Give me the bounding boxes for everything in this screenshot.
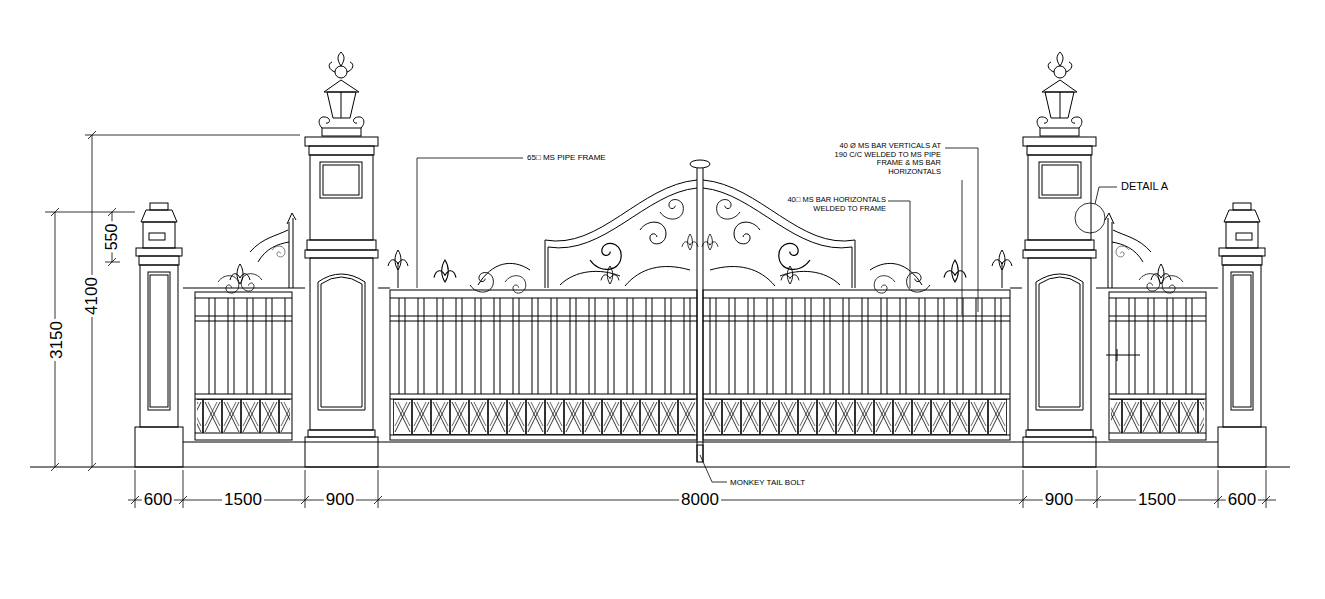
callout-note: 65□ MS PIPE FRAME [527,153,606,162]
small-pillar [1218,203,1266,467]
side-panel [183,213,305,440]
side-panel [1096,213,1218,440]
dimension-text: 600 [142,490,174,510]
dimension-text: 550 [103,222,121,253]
dimension-text: 600 [1226,490,1258,510]
dimension-text: 3150 [47,319,67,361]
dimension-text: 1500 [222,490,264,510]
dimension-text: 4100 [82,275,102,317]
leader-lines [417,148,1117,482]
dimension-text: 1500 [1136,490,1178,510]
dimension-text: 900 [324,490,356,510]
latch [1106,349,1140,361]
plinth-line [183,442,1218,443]
callout-note: 40□ MS BAR HORIZONTALS WELDED TO FRAME [768,196,886,213]
main-pillar [305,52,378,467]
main-pillar [1023,52,1096,467]
gate-leaf [378,180,698,440]
gate-leaf [702,180,1022,440]
dimension-lines [45,131,1276,508]
small-pillar [135,203,183,467]
dimension-text: 8000 [679,490,721,510]
dimension-text: 900 [1043,490,1075,510]
callout-note: 40 Ø MS BAR VERTICALS AT 190 C/C WELDED … [829,142,941,177]
lamp-finial [319,52,364,136]
detail-label: DETAIL A [1121,180,1168,193]
centre-post [690,160,710,462]
ground-line [30,467,1290,468]
callout-note: MONKEY TAIL BOLT [730,478,805,487]
